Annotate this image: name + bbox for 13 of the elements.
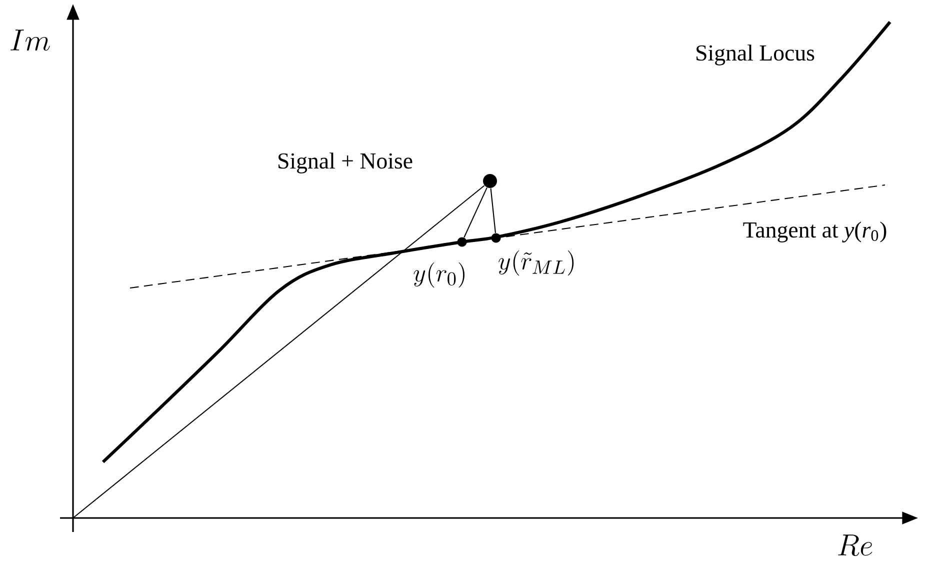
tangent-label: Tangent at y(r$_{0}$) [743,222,886,242]
curve-label: Signal Locus [696,44,814,66]
connector-line [72,185,485,518]
point-marker [457,237,467,247]
axis-label: $Im$ [10,30,50,51]
point-marker [483,174,497,188]
axis-label: $Re$ [838,534,872,556]
connector-line [490,188,496,233]
connector-line [464,187,488,238]
point-label: $y(\tilde{r}_{ML})$ [498,250,574,276]
point-marker [491,233,501,243]
point-label: Signal + Noise [278,152,412,174]
point-label: $y(r_0)$ [414,262,464,288]
